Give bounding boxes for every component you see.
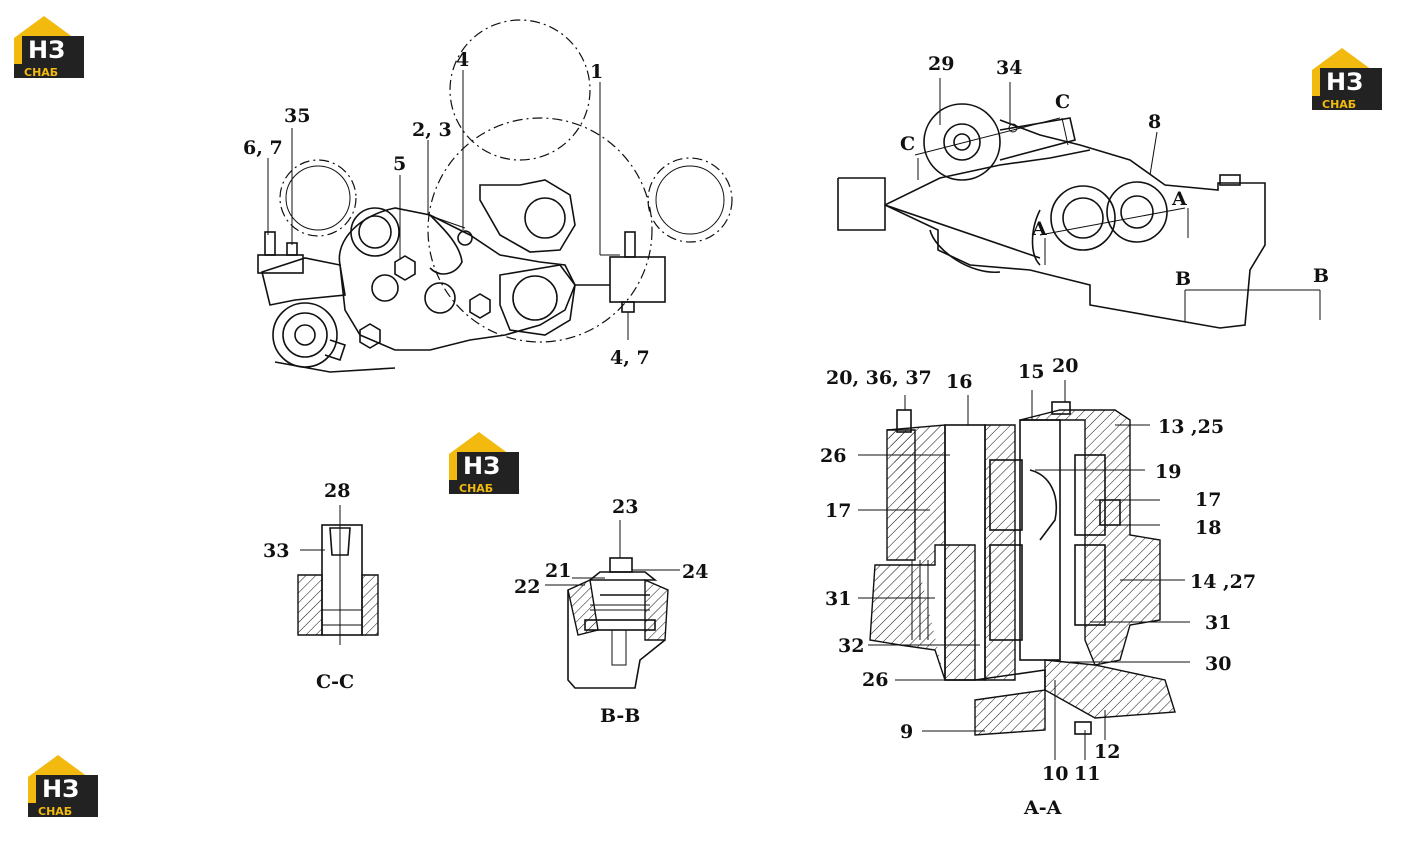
title-b-b: B-B: [600, 705, 640, 727]
title-a-a: A-A: [1023, 797, 1062, 819]
callout-20-36-37: 20, 36, 37: [826, 367, 932, 389]
side-view: [837, 78, 1321, 329]
callout-19: 19: [1155, 461, 1181, 483]
section-c-c: [297, 505, 379, 645]
section-mark-a-right: A: [1171, 188, 1187, 210]
callout-18: 18: [1195, 517, 1221, 539]
callout-15: 15: [1018, 361, 1044, 383]
logo-top-right: НЗ СНАБ: [1312, 48, 1382, 111]
section-titles: C-C B-B A-A: [316, 671, 1062, 819]
title-c-c: C-C: [316, 671, 354, 693]
section-mark-b-left: B: [1175, 268, 1191, 290]
section-mark-c-right: C: [1055, 91, 1070, 113]
svg-text:НЗ: НЗ: [28, 36, 65, 64]
callout-labels: 1 2, 3 4 4, 7 5 6, 7 35 29 34 8 C C A A …: [243, 49, 1329, 785]
callout-11: 11: [1074, 763, 1100, 785]
callout-26-top: 26: [820, 445, 846, 467]
svg-text:СНАБ: СНАБ: [1322, 98, 1356, 111]
callout-21: 21: [545, 560, 571, 582]
callout-2-3: 2, 3: [412, 119, 452, 141]
svg-text:СНАБ: СНАБ: [24, 66, 58, 79]
callout-30: 30: [1205, 653, 1231, 675]
callout-10: 10: [1042, 763, 1068, 785]
svg-text:СНАБ: СНАБ: [459, 482, 493, 495]
callout-9: 9: [900, 721, 913, 743]
callout-32: 32: [838, 635, 864, 657]
callout-1: 1: [590, 61, 603, 83]
section-mark-a-left: A: [1031, 218, 1047, 240]
front-view: [257, 19, 733, 373]
callout-31-right: 31: [1205, 612, 1231, 634]
callout-24: 24: [682, 561, 708, 583]
callout-14-27: 14 ,27: [1190, 571, 1256, 593]
callout-8: 8: [1148, 111, 1161, 133]
callout-4-7: 4, 7: [610, 347, 650, 369]
callout-5: 5: [393, 153, 406, 175]
callout-33: 33: [263, 540, 289, 562]
logo-center: НЗ СНАБ: [449, 432, 519, 495]
callout-31-left: 31: [825, 588, 851, 610]
callout-6-7: 6, 7: [243, 137, 283, 159]
callout-28: 28: [324, 480, 350, 502]
logo-bottom-left: НЗ СНАБ: [28, 755, 98, 818]
callout-16: 16: [946, 371, 972, 393]
svg-text:НЗ: НЗ: [42, 775, 79, 803]
callout-13-25: 13 ,25: [1158, 416, 1224, 438]
section-mark-b-right: B: [1313, 265, 1329, 287]
callout-22: 22: [514, 576, 540, 598]
callout-35: 35: [284, 105, 310, 127]
callout-34: 34: [996, 57, 1022, 79]
callout-17-right: 17: [1195, 489, 1221, 511]
svg-text:СНАБ: СНАБ: [38, 805, 72, 818]
callout-20: 20: [1052, 355, 1078, 377]
section-b-b: [545, 520, 680, 689]
callout-23: 23: [612, 496, 638, 518]
svg-text:НЗ: НЗ: [463, 452, 500, 480]
callout-12: 12: [1094, 741, 1120, 763]
callout-4: 4: [456, 49, 469, 71]
svg-text:НЗ: НЗ: [1326, 68, 1363, 96]
section-a-a: [858, 380, 1190, 760]
section-mark-c-left: C: [900, 133, 915, 155]
callout-17-left: 17: [825, 500, 851, 522]
callout-29: 29: [928, 53, 954, 75]
callout-26-bottom: 26: [862, 669, 888, 691]
logo-top-left: НЗ СНАБ: [14, 16, 84, 79]
